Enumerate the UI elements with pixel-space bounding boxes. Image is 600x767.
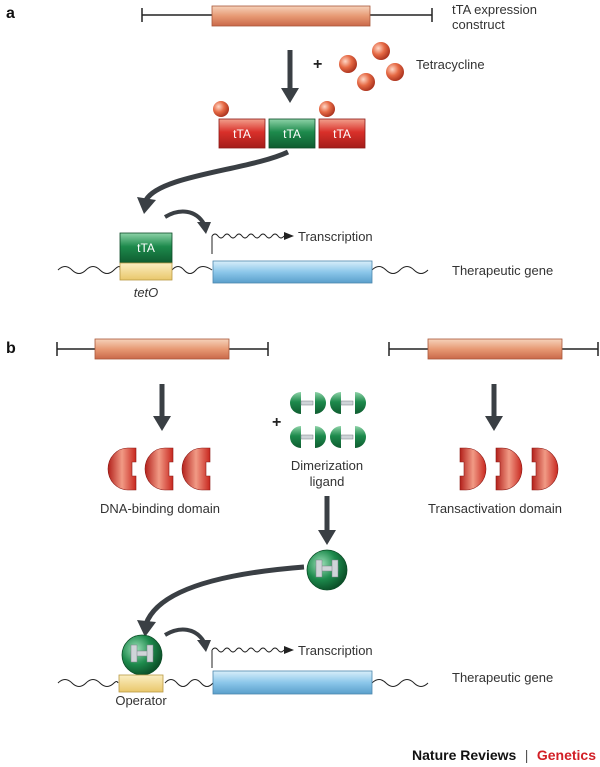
panel-a-letter: a (6, 5, 15, 22)
arrow-down-icon (281, 50, 299, 103)
gene-label-a: Therapeutic gene (452, 263, 553, 278)
dimerization-ligand-icons (290, 392, 366, 448)
dna-strand-a (57, 266, 429, 274)
bound-complex-icon (121, 634, 163, 676)
curved-arrow-head-a (137, 197, 156, 214)
tet-operator-label: tetO (134, 285, 159, 300)
arrow-down-icon-left (153, 384, 171, 431)
activation-arrow-b (163, 627, 206, 644)
arrow-down-icon-center (318, 496, 336, 545)
activation-arrow-a (163, 209, 206, 226)
plus-sign-b: + (272, 414, 281, 431)
bound-tta-label: tTA (137, 241, 155, 255)
tta-label-1: tTA (233, 127, 251, 141)
operator-box (118, 674, 164, 693)
plus-sign-a: + (313, 56, 322, 73)
tta-expression-construct (141, 5, 433, 27)
transactivation-label: Transactivation domain (428, 501, 562, 516)
gene-label-b: Therapeutic gene (452, 670, 553, 685)
tta-label-3: tTA (333, 127, 351, 141)
therapeutic-gene-b (212, 670, 373, 695)
curved-arrow-to-operator-b (143, 564, 305, 626)
therapeutic-gene-a (212, 260, 373, 284)
footer-publisher: Nature Reviews (412, 747, 516, 763)
tta-protein-red-1 (213, 101, 266, 149)
footer-credit: Nature Reviews | Genetics (412, 747, 596, 764)
tta-label-2: tTA (283, 127, 301, 141)
curved-arrow-to-operator-a (143, 149, 290, 202)
arrow-down-icon-right (485, 384, 503, 431)
transcription-label-a: Transcription (298, 229, 373, 244)
assembled-complex-icon (306, 549, 348, 591)
footer-journal: Genetics (537, 747, 596, 763)
tetracycline-label: Tetracycline (416, 57, 485, 72)
operator-label: Operator (115, 693, 167, 708)
tet-operator-box (119, 262, 173, 281)
panel-b-letter: b (6, 340, 16, 357)
dna-binding-construct (56, 338, 269, 360)
dna-strand-b (57, 679, 429, 687)
construct-label-line1: tTA expression (452, 2, 537, 17)
construct-label-line2: construct (452, 17, 505, 32)
transactivation-construct (388, 338, 599, 360)
tta-protein-red-3 (318, 101, 366, 149)
transactivation-domain-icons (459, 447, 559, 491)
tta-protein-green (268, 118, 316, 149)
transcription-label-b: Transcription (298, 643, 373, 658)
footer-separator: | (525, 747, 529, 763)
tetracycline-molecules-icon (339, 42, 404, 91)
dna-binding-label: DNA-binding domain (100, 501, 220, 516)
ligand-label-line2: ligand (310, 474, 345, 489)
ligand-label-line1: Dimerization (291, 458, 363, 473)
transcription-arrow-b (211, 646, 294, 668)
dna-binding-domain-icons (107, 447, 211, 491)
transcription-arrow-a (211, 232, 294, 254)
bound-tta-protein (119, 232, 173, 264)
